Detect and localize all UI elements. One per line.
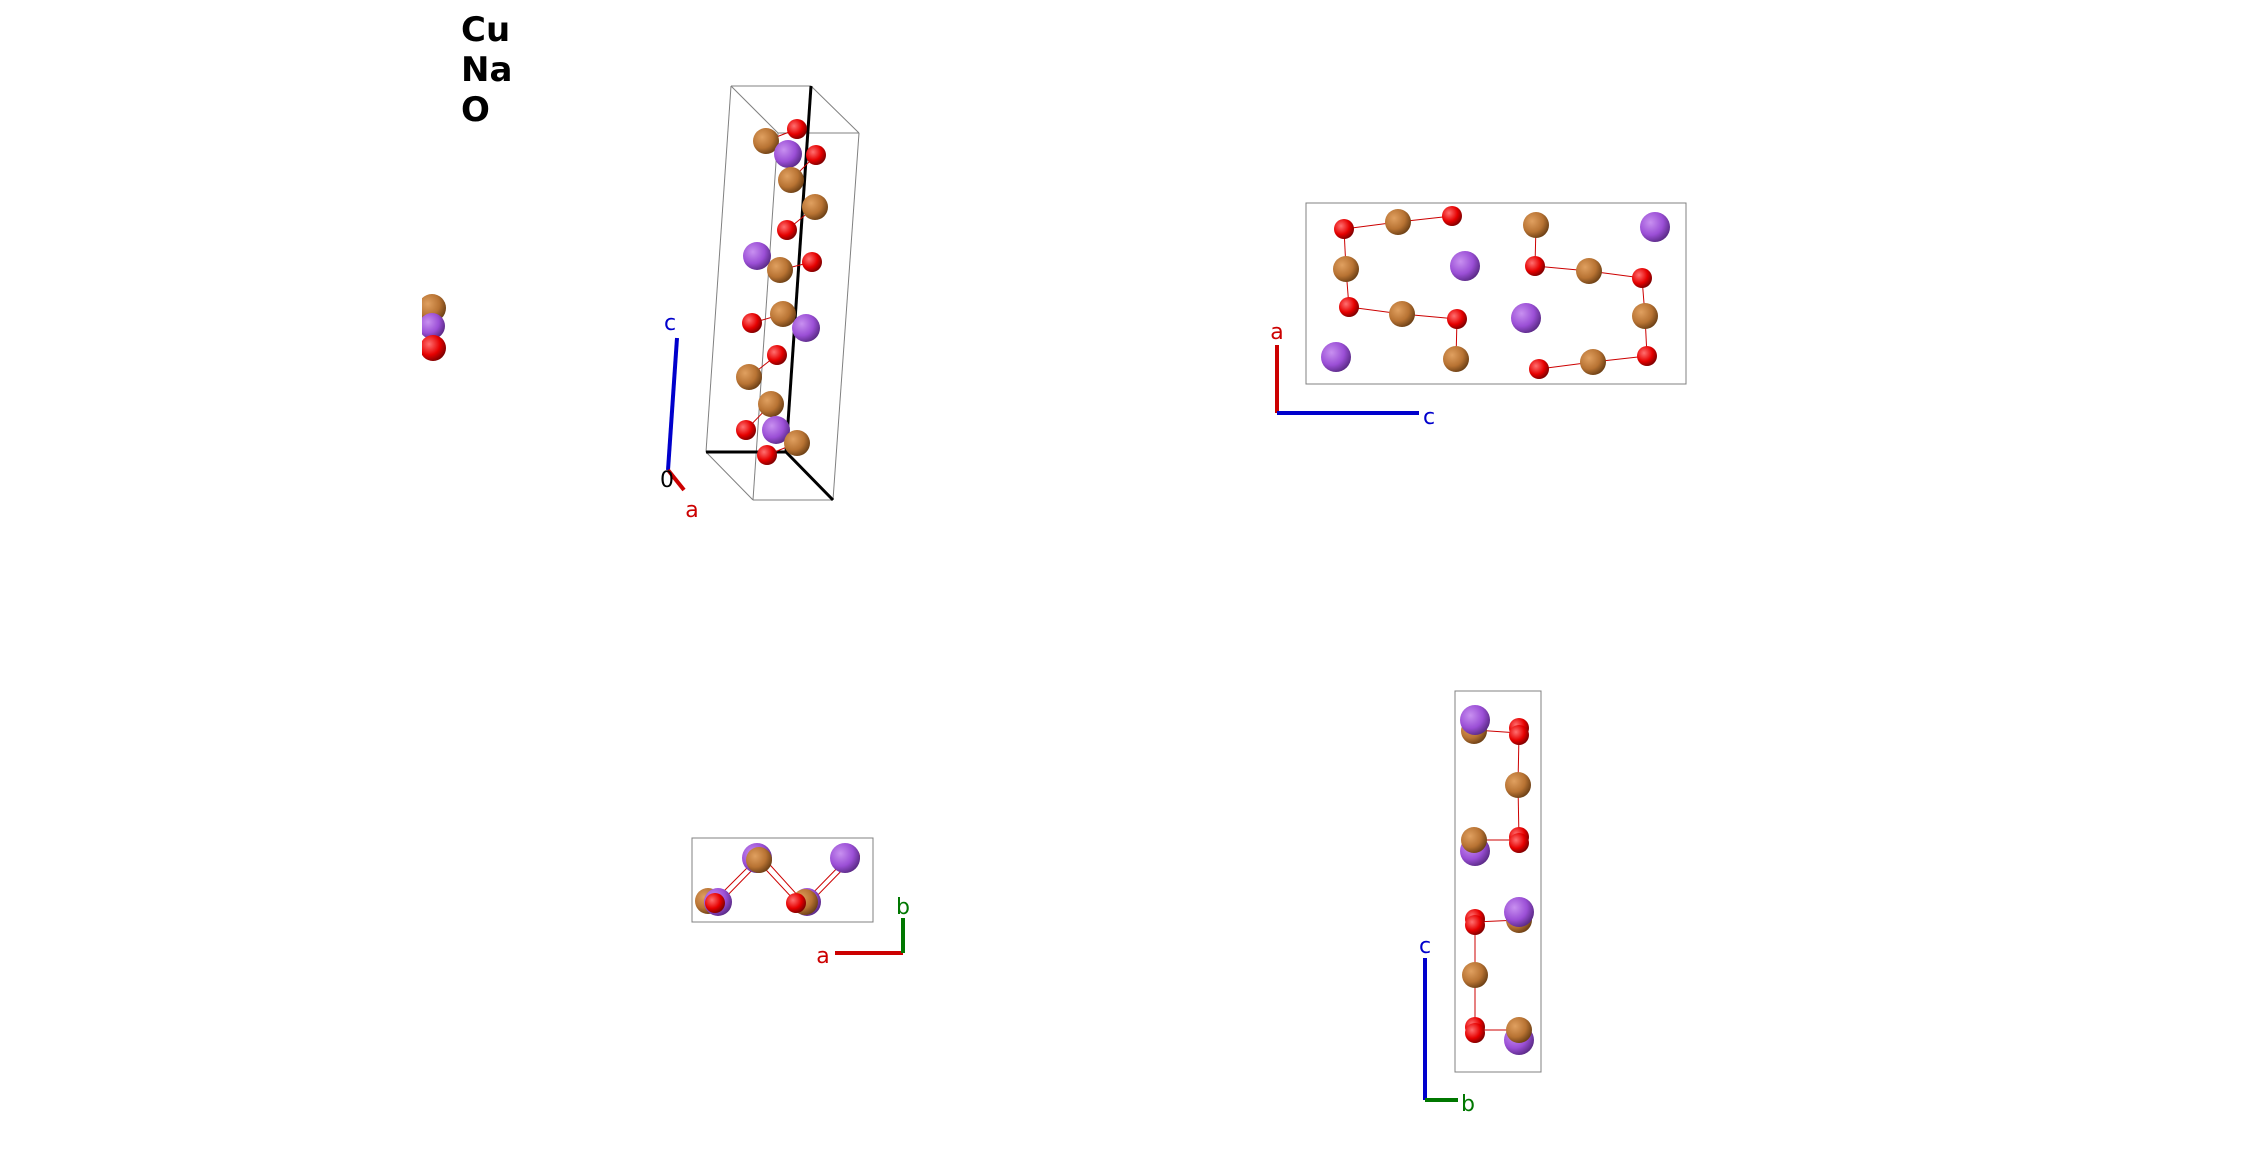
unit-cell bbox=[1305, 202, 1687, 385]
axes-ac: a c bbox=[1270, 320, 1435, 430]
axis-label-c: c bbox=[664, 311, 676, 336]
atoms-ac bbox=[1321, 206, 1670, 379]
axes-perspective: c 0 a bbox=[660, 311, 699, 523]
axis-label-c: c bbox=[1419, 934, 1431, 959]
atoms-cb bbox=[1460, 705, 1534, 1055]
legend-na: Na bbox=[461, 50, 513, 90]
axis-label-a: a bbox=[685, 498, 698, 523]
axis-label-a: a bbox=[816, 944, 829, 969]
atoms-ab bbox=[695, 843, 860, 916]
axis-label-b: b bbox=[1461, 1092, 1475, 1117]
axis-label-a: a bbox=[1270, 320, 1283, 345]
axes-ab: a b bbox=[816, 895, 910, 969]
unit-cell bbox=[1454, 690, 1542, 1073]
bonds-ac bbox=[1343, 215, 1648, 370]
legend-cu: Cu bbox=[461, 10, 511, 50]
perspective-view: c 0 a bbox=[660, 85, 860, 523]
view-ac: a c bbox=[1270, 202, 1687, 430]
axis-label-c: c bbox=[1423, 405, 1435, 430]
axis-label-origin: 0 bbox=[660, 468, 674, 493]
view-cb: c b bbox=[1419, 690, 1542, 1117]
view-ab: a b bbox=[691, 837, 910, 969]
atoms-perspective bbox=[736, 119, 828, 465]
edge-view-sliver bbox=[400, 280, 446, 380]
unit-cell bbox=[691, 837, 874, 923]
axes-cb: c b bbox=[1419, 934, 1475, 1117]
bonds-ab bbox=[713, 855, 851, 904]
axis-label-b: b bbox=[896, 895, 910, 920]
legend-o: O bbox=[461, 90, 490, 130]
